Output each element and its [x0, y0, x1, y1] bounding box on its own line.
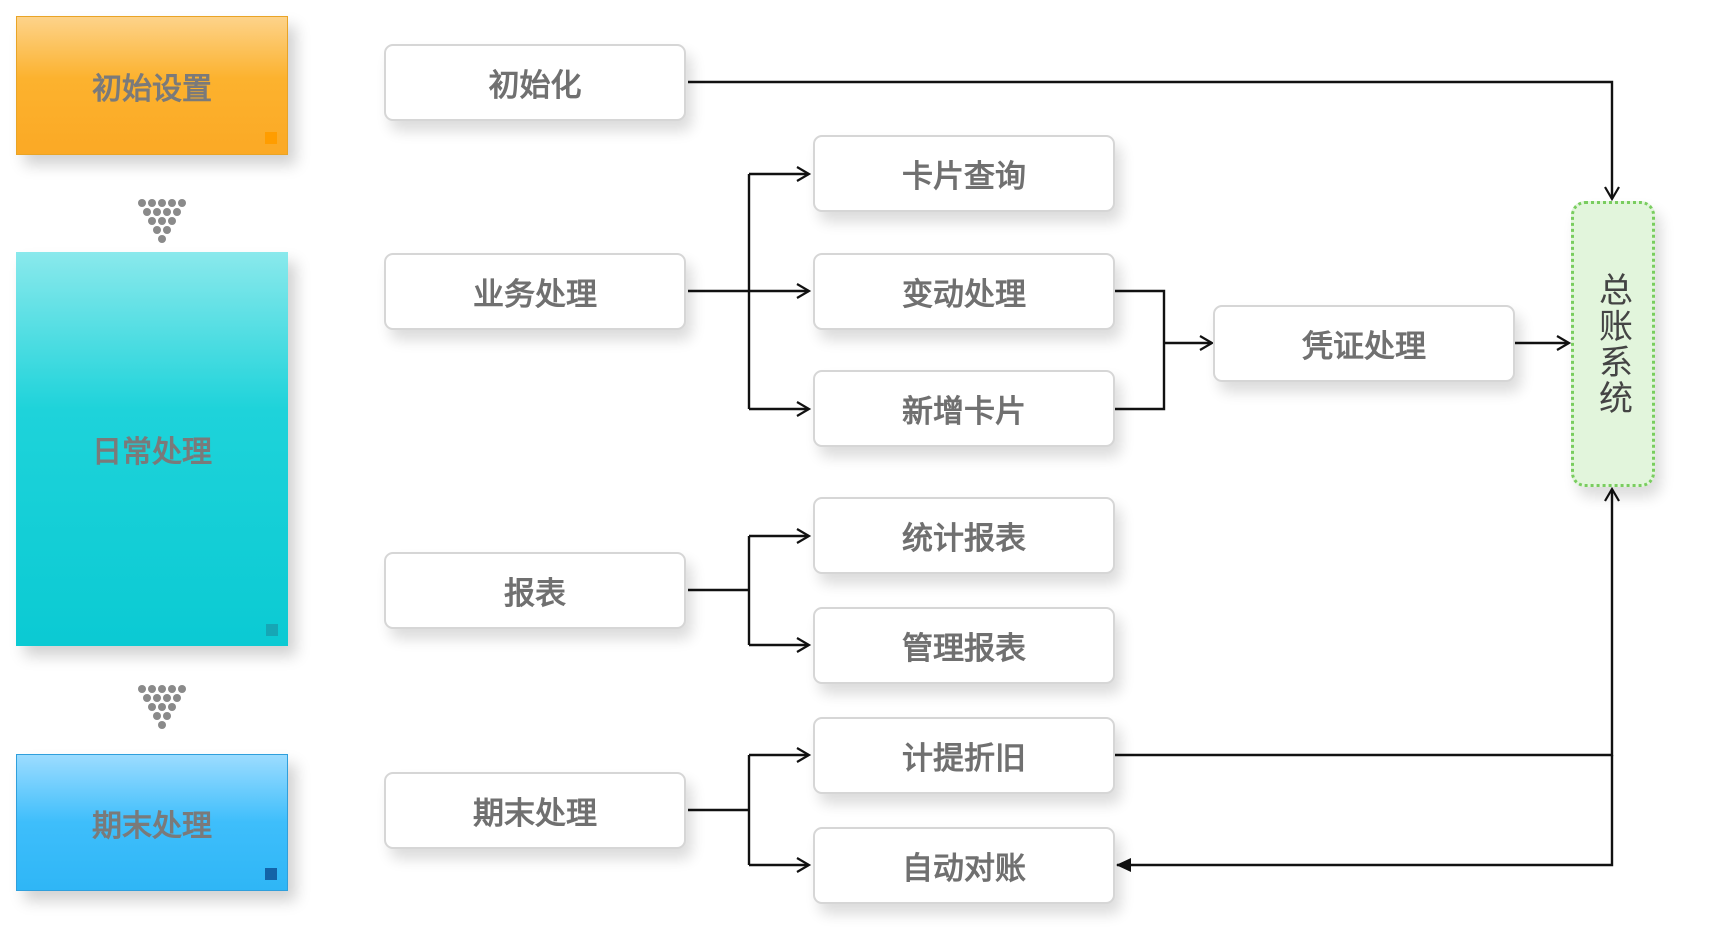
- general-ledger-label: 总账系统: [1592, 272, 1633, 416]
- node-mgmt-report-label: 管理报表: [902, 631, 1026, 667]
- node-init: 初始化: [384, 44, 686, 121]
- node-period-end: 期末处理: [384, 772, 686, 849]
- dotted-chevron-icon: [138, 685, 186, 729]
- node-init-label: 初始化: [488, 68, 582, 104]
- phase-period-end-label: 期末处理: [92, 808, 212, 844]
- node-reconcile: 自动对账: [813, 827, 1115, 904]
- dotted-chevron-icon: [138, 199, 186, 243]
- node-change-label: 变动处理: [902, 277, 1026, 313]
- node-mgmt-report: 管理报表: [813, 607, 1115, 684]
- node-card-query-label: 卡片查询: [902, 159, 1026, 195]
- node-report-label: 报表: [504, 576, 566, 612]
- corner-marker: [266, 624, 278, 636]
- phase-period-end: 期末处理: [16, 754, 288, 891]
- edge-ledger-to-reconcile: [1116, 755, 1614, 872]
- phase-daily-processing: 日常处理: [16, 252, 288, 646]
- node-business-label: 业务处理: [473, 277, 597, 313]
- node-stat-report-label: 统计报表: [902, 521, 1026, 557]
- edge-init-to-ledger: [688, 80, 1620, 202]
- phase-initial-setup: 初始设置: [16, 16, 288, 155]
- node-depreciation-label: 计提折旧: [902, 741, 1026, 777]
- node-business: 业务处理: [384, 253, 686, 330]
- general-ledger-box: 总账系统: [1571, 201, 1655, 487]
- node-change: 变动处理: [813, 253, 1115, 330]
- node-voucher-label: 凭证处理: [1302, 329, 1426, 365]
- node-report: 报表: [384, 552, 686, 629]
- phase-daily-processing-label: 日常处理: [92, 435, 212, 470]
- node-new-card-label: 新增卡片: [902, 394, 1026, 430]
- corner-marker: [265, 132, 277, 144]
- node-new-card: 新增卡片: [813, 370, 1115, 447]
- node-stat-report: 统计报表: [813, 497, 1115, 574]
- node-voucher: 凭证处理: [1213, 305, 1515, 382]
- node-depreciation: 计提折旧: [813, 717, 1115, 794]
- edge-change-out: [1115, 289, 1166, 411]
- node-card-query: 卡片查询: [813, 135, 1115, 212]
- phase-initial-setup-label: 初始设置: [92, 71, 212, 107]
- corner-marker: [265, 868, 277, 880]
- node-reconcile-label: 自动对账: [902, 851, 1026, 887]
- node-period-end-label: 期末处理: [473, 796, 597, 832]
